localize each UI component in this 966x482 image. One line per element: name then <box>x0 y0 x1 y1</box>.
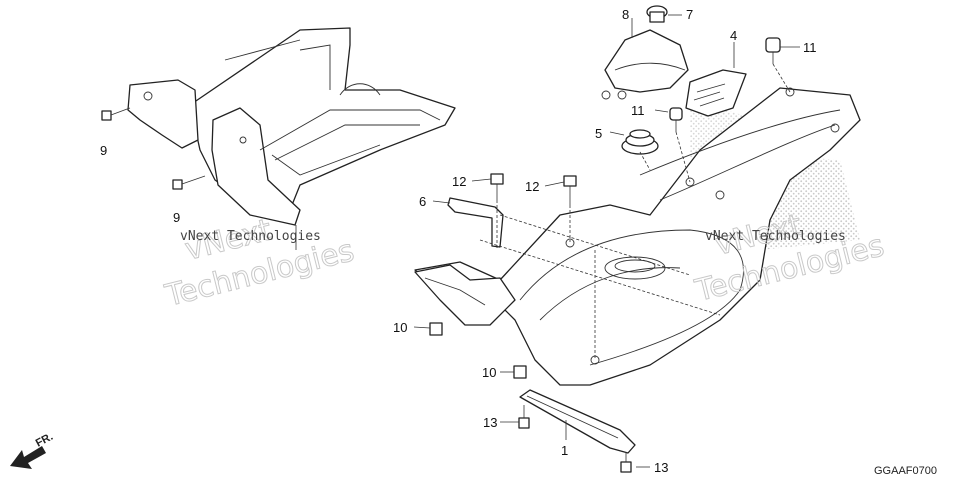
cover-8 <box>601 29 689 100</box>
callout-9-upper: 9 <box>100 143 107 158</box>
clip-10-bottom <box>513 365 527 379</box>
bolt-13-left <box>518 405 530 429</box>
callout-1: 1 <box>561 443 568 458</box>
watermark-small-right: vNext Technologies <box>705 229 846 244</box>
front-direction-arrow: FR. <box>10 431 55 469</box>
bolt-11-mid <box>669 107 683 132</box>
watermark-small-left: vNext Technologies <box>180 229 321 244</box>
cap-7 <box>646 5 668 23</box>
bolt-13-right <box>620 452 632 473</box>
callout-4: 4 <box>730 28 737 43</box>
bolt-12-left <box>490 173 504 200</box>
callout-13-right: 13 <box>654 460 668 475</box>
callout-12-right: 12 <box>525 179 539 194</box>
bolt-12-right <box>563 175 577 205</box>
callout-11-mid: 11 <box>631 103 645 118</box>
under-cover-left-part <box>127 27 456 226</box>
callout-12-left: 12 <box>452 174 466 189</box>
main-floor-cover <box>414 87 861 386</box>
callout-10-bottom: 10 <box>482 365 496 380</box>
callout-9-lower: 9 <box>173 210 180 225</box>
callout-6: 6 <box>419 194 426 209</box>
mat-4 <box>685 69 747 117</box>
callout-13-left: 13 <box>483 415 497 430</box>
side-fender-piece <box>414 264 516 326</box>
bracket-6 <box>447 197 504 248</box>
callout-5: 5 <box>595 126 602 141</box>
callout-8: 8 <box>622 7 629 22</box>
front-direction-label: FR. <box>34 431 55 450</box>
callout-11-top: 11 <box>803 40 817 55</box>
leader-lines <box>295 14 800 468</box>
callout-7: 7 <box>686 7 693 22</box>
assembly-lines <box>479 63 791 360</box>
stay-bar-1 <box>519 389 636 454</box>
clip-10-left <box>429 322 443 336</box>
bolt-11-top <box>765 37 781 64</box>
grommet-5 <box>621 129 659 155</box>
bolt-9-upper <box>101 107 131 121</box>
callout-10-left: 10 <box>393 320 407 335</box>
diagram-code: GGAAF0700 <box>874 465 937 477</box>
bolt-9-lower <box>172 175 206 190</box>
